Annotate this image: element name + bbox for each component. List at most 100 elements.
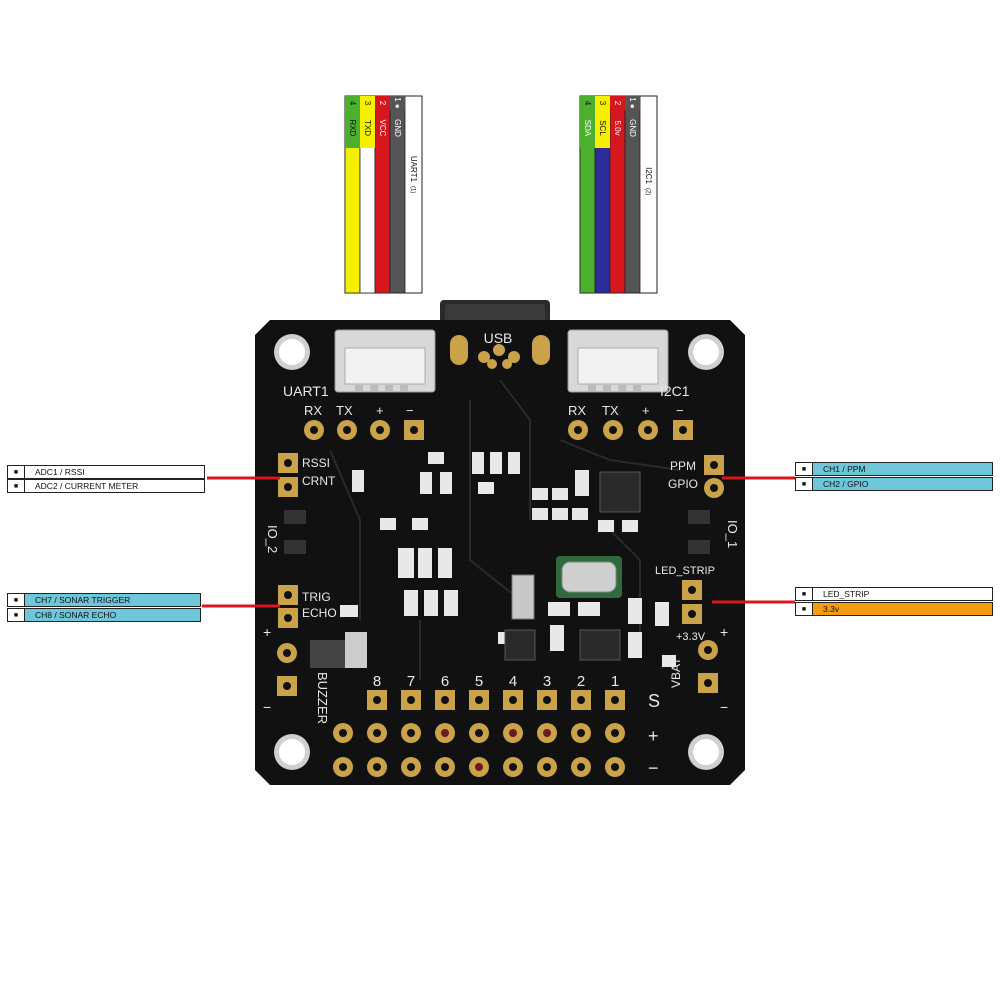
i2c1-pin1-name: GND: [628, 119, 637, 137]
smd-components: [340, 452, 676, 667]
crystal-oscillator: [511, 574, 535, 620]
trig-echo-pads: [278, 585, 298, 628]
board-uart1-label: UART1: [283, 383, 329, 399]
ch7-sonar-trigger-text: CH7 / SONAR TRIGGER: [25, 594, 200, 606]
uart1-pin4-name: RXD: [348, 120, 357, 137]
channel-label-2: 2: [577, 673, 585, 690]
ppm-label: PPM: [670, 459, 696, 473]
i2c1-header-pads: [568, 420, 693, 440]
uart1-pin3-num: 3: [363, 101, 372, 106]
i2c1-pin2-num: 2: [613, 101, 622, 106]
ch2-gpio-text: CH2 / GPIO: [813, 478, 992, 490]
uart1-rx-label: RX: [304, 403, 322, 418]
io2-label: IO_2: [265, 525, 280, 553]
left-minus-label: −: [263, 699, 271, 715]
flight-controller-board: USB UART1 I2C1 RX TX + − RX TX + − RSS: [255, 300, 745, 785]
bullet-icon: ■: [796, 463, 813, 475]
ch7-sonar-trigger-label-box: ■ CH7 / SONAR TRIGGER: [7, 593, 201, 607]
mounting-hole-top-left: [274, 334, 310, 370]
ch1-ppm-text: CH1 / PPM: [813, 463, 992, 475]
io1-label: IO_1: [725, 520, 740, 548]
i2c1-pin3-name: SCL: [598, 120, 607, 136]
v33-text: 3.3v: [813, 603, 992, 615]
led-strip-label-box: ■ LED_STRIP: [795, 587, 993, 601]
mounting-hole-top-right: [688, 334, 724, 370]
adc2-current-meter-text: ADC2 / CURRENT METER: [25, 480, 204, 492]
v33-label: +3.3V: [676, 631, 706, 643]
echo-label: ECHO: [302, 606, 337, 620]
i2c1-plus-label: +: [642, 403, 650, 418]
bottom-plus-label: +: [648, 726, 659, 746]
ch1-ppm-label-box: ■ CH1 / PPM: [795, 462, 993, 476]
i2c1-pin4-num: 4: [583, 101, 592, 106]
i2c1-minus-label: −: [676, 403, 684, 418]
uart1-pin1-num: 1 ●: [393, 97, 402, 109]
i2c1-pin3-num: 3: [598, 101, 607, 106]
right-plus-label: +: [720, 624, 728, 640]
uart1-pin2-name: VCC: [378, 120, 387, 137]
uart1-title: UART1: [409, 156, 418, 183]
v33-label-box: ■ 3.3v: [795, 602, 993, 616]
channel-power-pads: [333, 723, 625, 743]
uart1-minus-label: −: [406, 403, 414, 418]
usb-pads: [450, 335, 550, 369]
i2c1-pin1-num: 1 ●: [628, 97, 637, 109]
rssi-label: RSSI: [302, 456, 330, 470]
bullet-icon: ■: [796, 478, 813, 490]
buzzer-label: BUZZER: [315, 672, 330, 724]
crnt-label: CRNT: [302, 474, 336, 488]
ch2-gpio-label-box: ■ CH2 / GPIO: [795, 477, 993, 491]
rssi-crnt-pads: [278, 453, 298, 497]
uart1-jst-connector: [334, 329, 436, 393]
bullet-icon: ■: [8, 466, 25, 478]
channel-label-6: 6: [441, 673, 449, 690]
adc1-rssi-label-box: ■ ADC1 / RSSI: [7, 465, 205, 479]
gpio-label: GPIO: [668, 477, 698, 491]
led-strip-label: LED_STRIP: [655, 565, 715, 577]
ppm-gpio-pads: [704, 455, 724, 498]
channel-ground-pads: [333, 757, 625, 777]
channel-label-5: 5: [475, 673, 483, 690]
i2c1-tx-label: TX: [602, 403, 619, 418]
left-power-pads: [277, 643, 297, 696]
i2c1-jst-connector: [567, 329, 669, 393]
led-strip-text: LED_STRIP: [813, 588, 992, 600]
channel-label-8: 8: [373, 673, 381, 690]
mounting-hole-bottom-right: [688, 734, 724, 770]
uart1-tx-label: TX: [336, 403, 353, 418]
i2c1-connector-diagram: 4 3 2 1 ● SDA SCL 5.0v GND I2C1 (2): [579, 95, 658, 294]
uart1-pin3-name: TXD: [363, 120, 372, 136]
trig-label: TRIG: [302, 590, 331, 604]
channel-label-4: 4: [509, 673, 517, 690]
i2c1-pin4-name: SDA: [583, 120, 592, 137]
signal-s-label: S: [648, 691, 660, 711]
led-strip-pads: [682, 580, 702, 624]
bottom-minus-label: −: [648, 758, 659, 778]
i2c1-pin2-name: 5.0v: [613, 120, 622, 135]
i2c1-rx-label: RX: [568, 403, 586, 418]
ic-chip: [599, 471, 641, 513]
uart1-pin2-num: 2: [378, 101, 387, 106]
usb-label: USB: [484, 330, 513, 346]
bullet-icon: ■: [796, 588, 813, 600]
mounting-hole-bottom-left: [274, 734, 310, 770]
i2c1-title-suffix: (2): [644, 188, 650, 195]
channel-label-7: 7: [407, 673, 415, 690]
uart1-pin1-name: GND: [393, 119, 402, 137]
bullet-icon: ■: [8, 609, 25, 621]
bullet-icon: ■: [796, 603, 813, 615]
left-plus-label: +: [263, 624, 271, 640]
uart1-pin4-num: 4: [348, 101, 357, 106]
adc1-rssi-text: ADC1 / RSSI: [25, 466, 204, 478]
adc2-current-meter-label-box: ■ ADC2 / CURRENT METER: [7, 479, 205, 493]
leader-lines: [202, 476, 795, 608]
uart1-plus-label: +: [376, 403, 384, 418]
channel-label-3: 3: [543, 673, 551, 690]
right-minus-label: −: [720, 699, 728, 715]
uart1-connector-diagram: 4 3 2 1 ● RXD TXD VCC GND UART1 (1): [344, 95, 423, 294]
bullet-icon: ■: [8, 480, 25, 492]
i2c1-title: I2C1: [644, 167, 653, 184]
uart1-header-pads: [304, 420, 424, 440]
channel-labels: 8 7 6 5 4 3 2 1: [373, 673, 619, 690]
